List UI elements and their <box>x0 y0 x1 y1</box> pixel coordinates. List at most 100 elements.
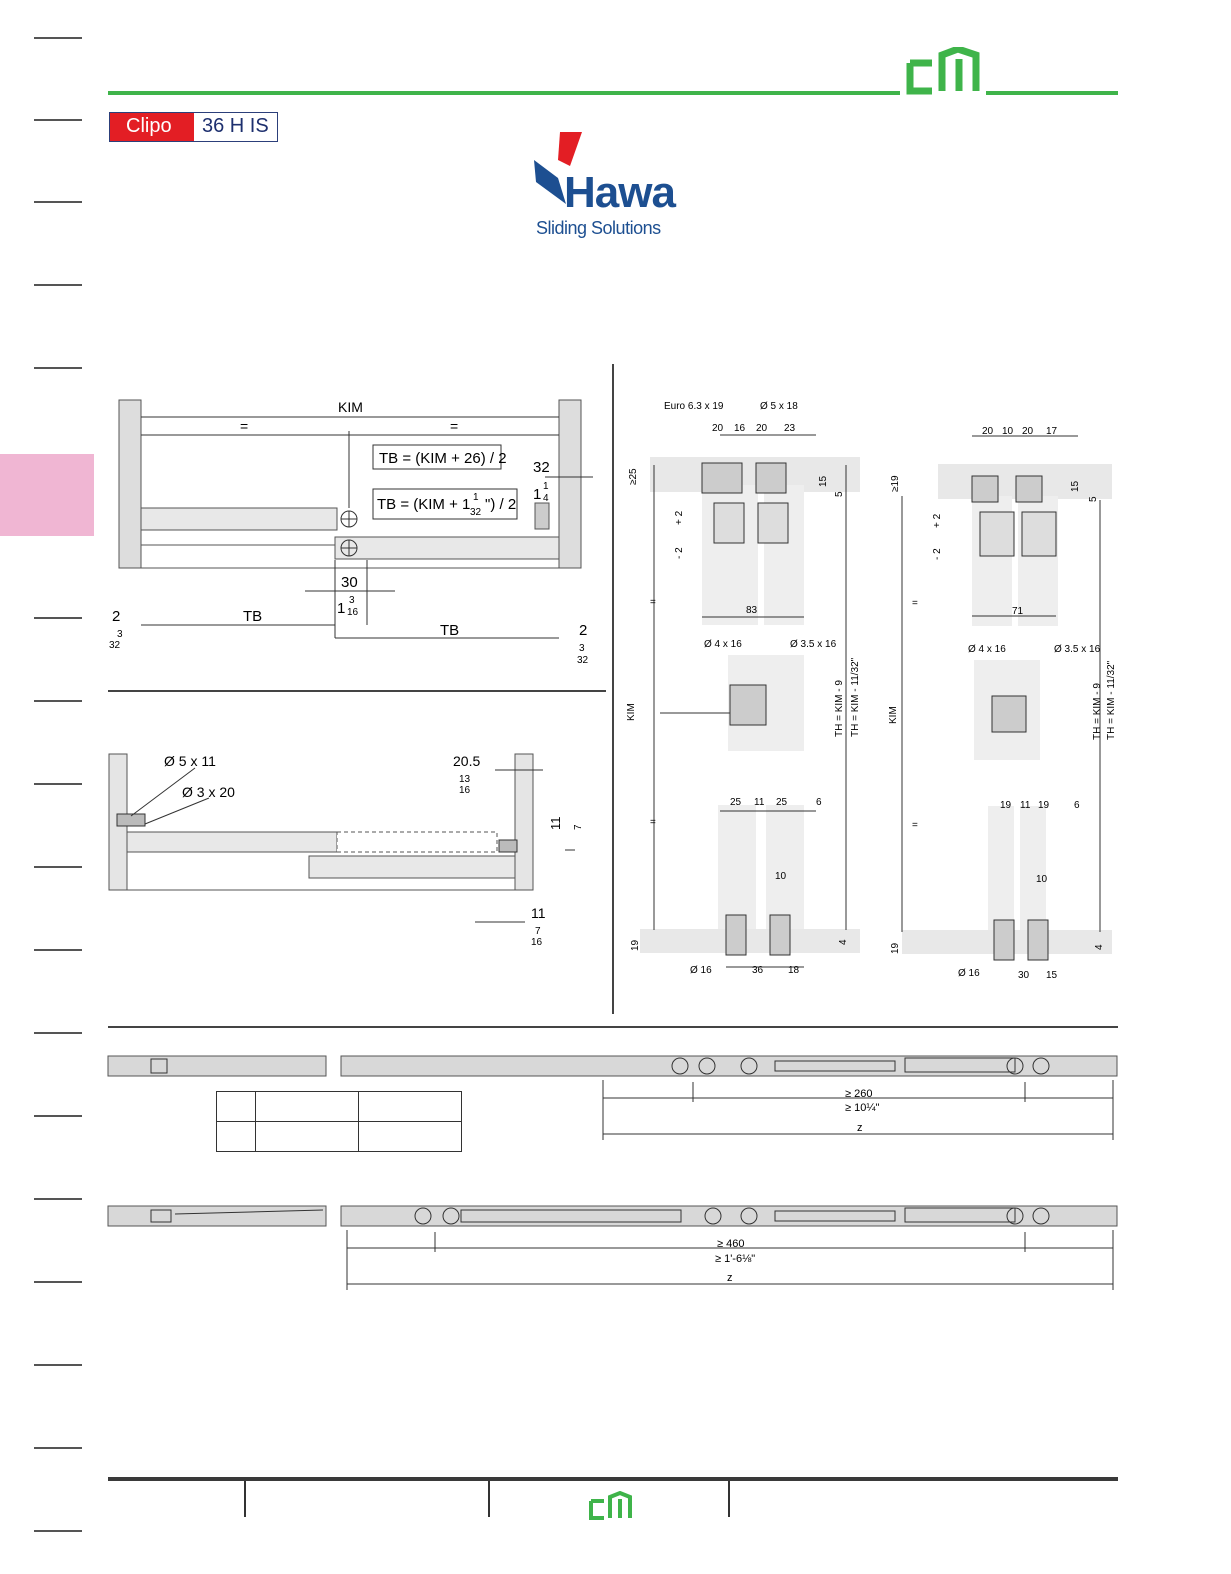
screw-3-5x16: Ø 3.5 x 16 <box>790 639 837 650</box>
screw-3-5x16: Ø 3.5 x 16 <box>1054 644 1101 655</box>
bottom-dim-2: 11 <box>1020 800 1031 811</box>
dim-13-num: 13 <box>459 774 471 785</box>
margin-tick <box>34 367 82 369</box>
dim-4-den: 4 <box>543 493 549 504</box>
logo-word: Hawa <box>564 168 676 217</box>
margin-tick <box>34 1281 82 1283</box>
dim-1-3-16-whole: 1 <box>337 600 345 617</box>
top-dim-2: 16 <box>734 423 746 434</box>
screw-4x16: Ø 4 x 16 <box>704 639 742 650</box>
formula-metric: TB = (KIM + 26) / 2 <box>379 450 507 467</box>
section-diagram-b: 20 10 20 17 15 5 ≥19 + 2 - 2 71 Ø 4 x 16… <box>888 426 1117 981</box>
bottom-dim-1: 25 <box>730 797 742 808</box>
dim-3-32-num-left: 3 <box>117 629 123 640</box>
screw-4x16: Ø 4 x 16 <box>968 644 1006 655</box>
dim-15: 15 <box>818 475 829 487</box>
left-divider <box>108 690 606 692</box>
dim-19: 19 <box>630 939 641 951</box>
dim-2-right: 2 <box>579 622 587 639</box>
vertical-divider <box>612 364 614 1014</box>
minus-2: - 2 <box>932 548 943 560</box>
dim-11-bottom: 11 <box>531 905 546 921</box>
footer-separator <box>728 1481 730 1517</box>
formula-imperial-post: ") / 2 <box>485 496 516 513</box>
track-1-diagram: ≥ 260 ≥ 10¼" z <box>107 1055 1118 1140</box>
margin-tick <box>34 119 82 121</box>
equal-right: = <box>450 418 458 434</box>
footer-cm-logo-icon <box>589 1491 632 1520</box>
spec-table <box>216 1091 462 1152</box>
track-1-min-imperial: ≥ 10¼" <box>845 1102 880 1114</box>
screw-3x20: Ø 3 x 20 <box>182 784 235 800</box>
dim-3-32-den-right: 32 <box>577 655 589 666</box>
formula-imperial-den: 32 <box>470 507 482 518</box>
equal-left: = <box>240 418 248 434</box>
top-dim-3: 20 <box>1022 426 1034 437</box>
dim-16-den: 16 <box>459 785 471 796</box>
margin-tick <box>34 783 82 785</box>
margin-tick <box>34 1115 82 1117</box>
formula-imperial-num: 1 <box>473 492 479 503</box>
dim-4: 4 <box>1094 944 1105 950</box>
plus-2: + 2 <box>932 513 943 528</box>
eq-lower: = <box>650 817 656 828</box>
track-1-z: z <box>857 1122 863 1134</box>
dim-3-32-num-right: 3 <box>579 643 585 654</box>
eq-upper: = <box>912 598 918 609</box>
dia-16: Ø 16 <box>690 965 712 976</box>
header-rule-right <box>986 91 1118 95</box>
bottom-dim-4: 6 <box>1074 800 1080 811</box>
margin-tick <box>34 37 82 39</box>
margin-tick <box>34 284 82 286</box>
top-dim-4: 17 <box>1046 426 1058 437</box>
bottom-dim-3: 19 <box>1038 800 1050 811</box>
dim-7-num: 7 <box>535 926 541 937</box>
cabinet-front-diagram: KIM = = TB = (KIM + 26) / 2 TB = (KIM + … <box>109 399 593 666</box>
dim-3-32-den-left: 32 <box>109 640 121 651</box>
th-label-1: TH = KIM - 9 <box>1092 683 1103 740</box>
margin-tick <box>34 201 82 203</box>
margin-tick <box>34 1364 82 1366</box>
dim-18: 18 <box>788 965 800 976</box>
formula-imperial-pre: TB = (KIM + 1 <box>377 496 470 513</box>
top-dim-4: 23 <box>784 423 796 434</box>
dim-19-bottom: 19 <box>890 942 901 954</box>
header-rule-left <box>108 91 900 95</box>
dim-19-top: ≥19 <box>890 475 901 492</box>
cm-logo-icon <box>906 47 980 95</box>
dim-30: 30 <box>341 574 358 591</box>
footer-separator <box>244 1481 246 1517</box>
kim-label: KIM <box>338 399 363 415</box>
dim-10: 10 <box>1036 874 1048 885</box>
margin-tick <box>34 866 82 868</box>
footer-separator <box>488 1481 490 1517</box>
margin-tick <box>34 617 82 619</box>
dim-4: 4 <box>838 939 849 945</box>
dim-7-16-top: 7 <box>573 824 584 830</box>
dim-71: 71 <box>1012 606 1024 617</box>
th-label-1: TH = KIM - 9 <box>834 680 845 737</box>
logo-tagline: Sliding Solutions <box>536 218 661 238</box>
margin-tick <box>34 1032 82 1034</box>
dim-3-num: 3 <box>349 595 355 606</box>
margin-tick <box>34 1447 82 1449</box>
dim-2-left: 2 <box>112 608 120 625</box>
chapter-tab <box>0 454 94 536</box>
dim-1-num: 1 <box>543 481 549 492</box>
screw-5x18: Ø 5 x 18 <box>760 401 798 412</box>
th-label-2: TH = KIM - 11/32" <box>850 657 861 737</box>
dim-16-den: 16 <box>347 607 359 618</box>
cabinet-top-view-diagram: Ø 5 x 11 Ø 3 x 20 20.5 13 16 11 7 11 7 1… <box>108 753 584 948</box>
section-divider <box>108 1026 1118 1028</box>
eq-upper: = <box>650 597 656 608</box>
margin-tick <box>34 1198 82 1200</box>
dim-1-whole: 1 <box>533 486 541 503</box>
hawa-mark-icon <box>534 132 582 204</box>
bottom-dim-1: 19 <box>1000 800 1012 811</box>
dia-16: Ø 16 <box>958 968 980 979</box>
track-2-diagram: ≥ 460 ≥ 1'-6⅛" z <box>107 1205 1118 1290</box>
dim-11-top: 11 <box>548 817 563 831</box>
dim-32: 32 <box>533 459 550 476</box>
dim-10: 10 <box>775 871 787 882</box>
dim-15: 15 <box>1070 480 1081 492</box>
